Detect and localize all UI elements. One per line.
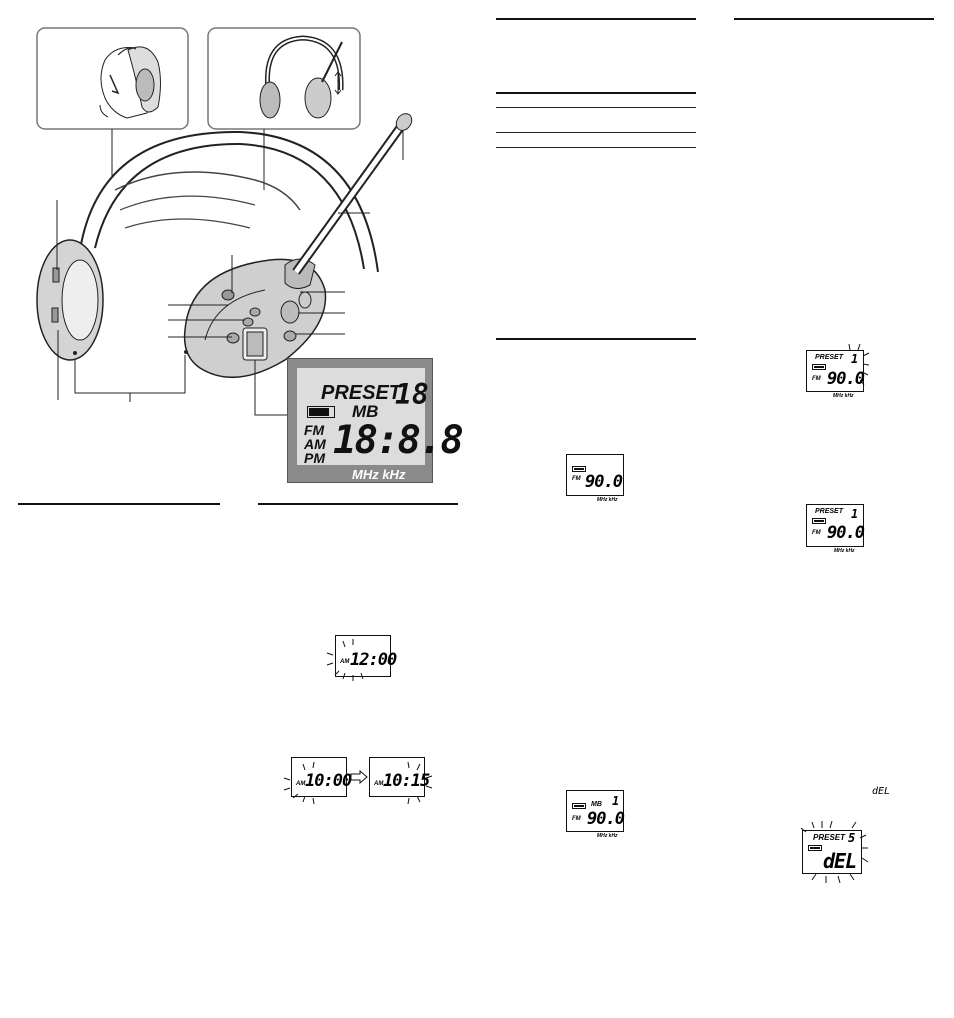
clock-display-1015: AM 10:15: [369, 757, 430, 797]
tune-display-mb: MB 1 FM 90.0: [566, 790, 625, 832]
table-rule: [496, 147, 696, 148]
arrow-right-icon: [350, 770, 368, 784]
inline-del-symbol: dEL: [872, 786, 891, 797]
preset-display-blinking: PRESET 1 FM 90.0: [806, 350, 865, 392]
lcd-screen: PRESET 18 MB FM AM PM 18:8.8: [297, 368, 464, 466]
preset-label: PRESET: [813, 833, 846, 842]
table-rule: [496, 107, 696, 108]
frequency-digits: 18:8.8: [333, 418, 464, 463]
preset-label: PRESET: [321, 382, 402, 404]
battery-icon: [812, 364, 826, 370]
inset-adjust-diagram: [207, 27, 361, 130]
frequency-digits: 90.0: [587, 809, 625, 829]
clock-display-1000: AM 10:00: [291, 757, 352, 797]
band-label: AM: [340, 659, 350, 665]
band-label: AM: [296, 781, 306, 787]
battery-icon: [572, 466, 586, 472]
inset-wearing-diagram: [36, 27, 189, 130]
delete-display: PRESET 5 dEL: [802, 830, 862, 874]
table-rule: [496, 132, 696, 133]
unit-label: MHz kHz: [597, 833, 618, 839]
right-earcup: [183, 258, 327, 379]
main-lcd-display: PRESET 18 MB FM AM PM 18:8.8 MHz kHz: [287, 358, 464, 483]
unit-label: MHz kHz: [833, 393, 854, 399]
preset-label: PRESET: [815, 354, 844, 361]
blink-indicator-icon: [407, 761, 433, 805]
section-rule: [734, 18, 934, 20]
mb-label: MB: [352, 402, 379, 421]
band-label: FM: [812, 376, 821, 382]
section-rule: [18, 503, 220, 505]
mb-label: MB: [591, 801, 602, 808]
blink-indicator-icon: [848, 343, 870, 386]
clock-display-1200: AM 12:00: [335, 635, 397, 677]
section-rule: [496, 338, 696, 340]
battery-icon: [812, 518, 826, 524]
band-label: FM: [812, 530, 821, 536]
preset-digit: 1: [851, 352, 859, 366]
table-rule: [496, 92, 696, 94]
frequency-digits: 90.0: [827, 369, 865, 389]
clock-digits: 12:00: [350, 650, 397, 670]
unit-label: MHz kHz: [352, 467, 406, 482]
frequency-digits: 90.0: [827, 523, 865, 543]
band-label: AM: [374, 781, 384, 787]
headphones-illustration: [36, 27, 413, 416]
preset-digit: 1: [851, 507, 859, 521]
battery-icon: [572, 803, 586, 809]
preset-label: PRESET: [815, 508, 844, 515]
section-rule: [258, 503, 458, 505]
battery-icon: [307, 406, 335, 418]
blink-indicator-icon: [800, 820, 869, 884]
band-label: FM: [572, 476, 581, 482]
blink-indicator-icon: [283, 761, 315, 805]
band-pm: PM: [304, 450, 325, 466]
tune-display-fm: FM 90.0: [566, 454, 624, 496]
band-am: AM: [304, 436, 326, 452]
antenna: [292, 113, 413, 275]
band-label: FM: [572, 816, 581, 822]
battery-icon: [808, 845, 822, 851]
blink-indicator-icon: [326, 639, 364, 681]
clock-digits: 10:00: [305, 771, 352, 791]
preset-digits: 18: [395, 378, 429, 411]
preset-digit: 1: [612, 794, 620, 808]
band-fm: FM: [304, 422, 325, 438]
unit-label: MHz kHz: [834, 548, 855, 554]
preset-digit: 5: [848, 831, 856, 845]
clock-digits: 10:15: [383, 771, 430, 791]
callout-lines: [56, 130, 404, 416]
left-earcup: [36, 239, 104, 361]
delete-digits: dEL: [823, 849, 857, 873]
frequency-digits: 90.0: [585, 472, 623, 492]
unit-label: MHz kHz: [597, 497, 618, 503]
headband: [79, 130, 379, 273]
section-rule: [496, 18, 696, 20]
preset-display: PRESET 1 FM 90.0: [806, 504, 865, 547]
